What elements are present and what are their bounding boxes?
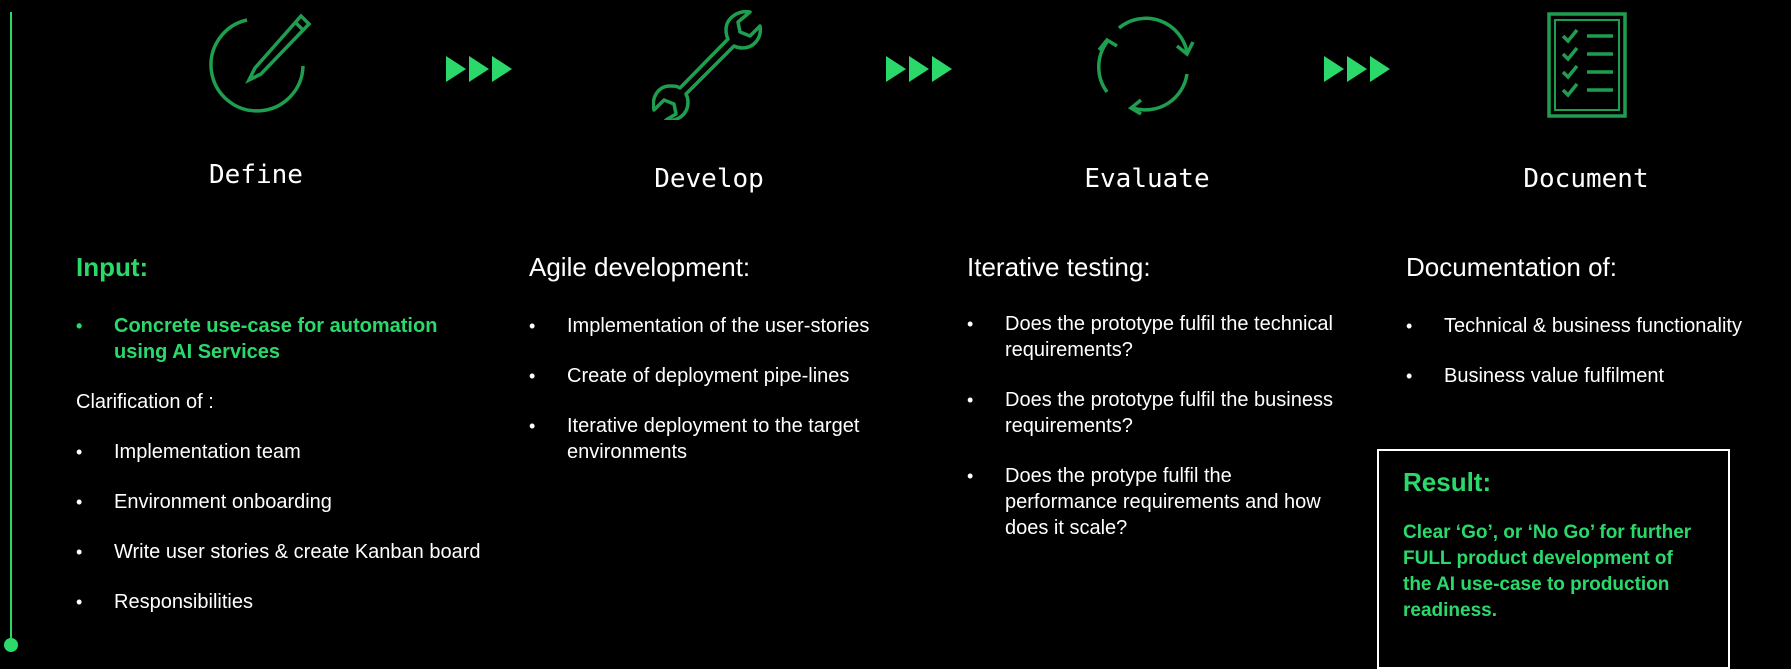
list-item: Does the prototype fulfil the technical … [967, 311, 1337, 363]
triple-arrow-icon [446, 56, 514, 82]
list-item: Business value fulfilment [1406, 363, 1766, 389]
list-item: Iterative deployment to the target envir… [529, 413, 909, 465]
define-column: Input: Concrete use-case for automation … [76, 252, 486, 639]
triple-arrow-icon [1324, 56, 1392, 82]
timeline-line [10, 12, 12, 644]
document-column: Documentation of: Technical & business f… [1406, 252, 1766, 413]
pencil-circle-icon [203, 10, 313, 120]
list-item: Technical & business functionality [1406, 313, 1766, 339]
checklist-icon [1547, 12, 1627, 118]
result-box: Result: Clear ‘Go’, or ‘No Go’ for furth… [1377, 449, 1730, 669]
wrench-icon [652, 8, 762, 120]
define-input-list: Concrete use-case for automation using A… [76, 313, 486, 365]
list-item: Does the protype fulfil the performance … [967, 463, 1337, 541]
define-input-item: Concrete use-case for automation using A… [76, 313, 486, 365]
list-item: Does the prototype fulfil the business r… [967, 387, 1337, 439]
triple-arrow-icon [886, 56, 954, 82]
list-item: Write user stories & create Kanban board [76, 539, 486, 565]
stage-title-document: Document [1523, 164, 1649, 194]
document-heading: Documentation of: [1406, 252, 1618, 282]
develop-list: Implementation of the user-stories Creat… [529, 313, 909, 465]
list-item: Environment onboarding [76, 489, 486, 515]
stage-title-evaluate: Evaluate [1084, 164, 1210, 194]
evaluate-list: Does the prototype fulfil the technical … [967, 311, 1337, 541]
stage-title-define: Define [209, 160, 303, 190]
evaluate-column: Iterative testing: Does the prototype fu… [967, 252, 1337, 565]
result-text: Clear ‘Go’, or ‘No Go’ for further FULL … [1403, 522, 1692, 621]
list-item: Responsibilities [76, 589, 486, 615]
clarification-label: Clarification of : [76, 391, 214, 413]
stage-title-develop: Develop [654, 164, 764, 194]
list-item: Implementation of the user-stories [529, 313, 909, 339]
list-item: Implementation team [76, 439, 486, 465]
develop-heading: Agile development: [529, 252, 751, 282]
evaluate-heading: Iterative testing: [967, 252, 1151, 282]
timeline-dot [4, 638, 18, 652]
define-heading: Input: [76, 252, 149, 282]
define-clarification-list: Implementation team Environment onboardi… [76, 439, 486, 615]
list-item: Create of deployment pipe-lines [529, 363, 909, 389]
result-heading: Result: [1403, 467, 1492, 497]
cycle-arrows-icon [1093, 14, 1197, 116]
document-list: Technical & business functionality Busin… [1406, 313, 1766, 389]
develop-column: Agile development: Implementation of the… [529, 252, 909, 489]
